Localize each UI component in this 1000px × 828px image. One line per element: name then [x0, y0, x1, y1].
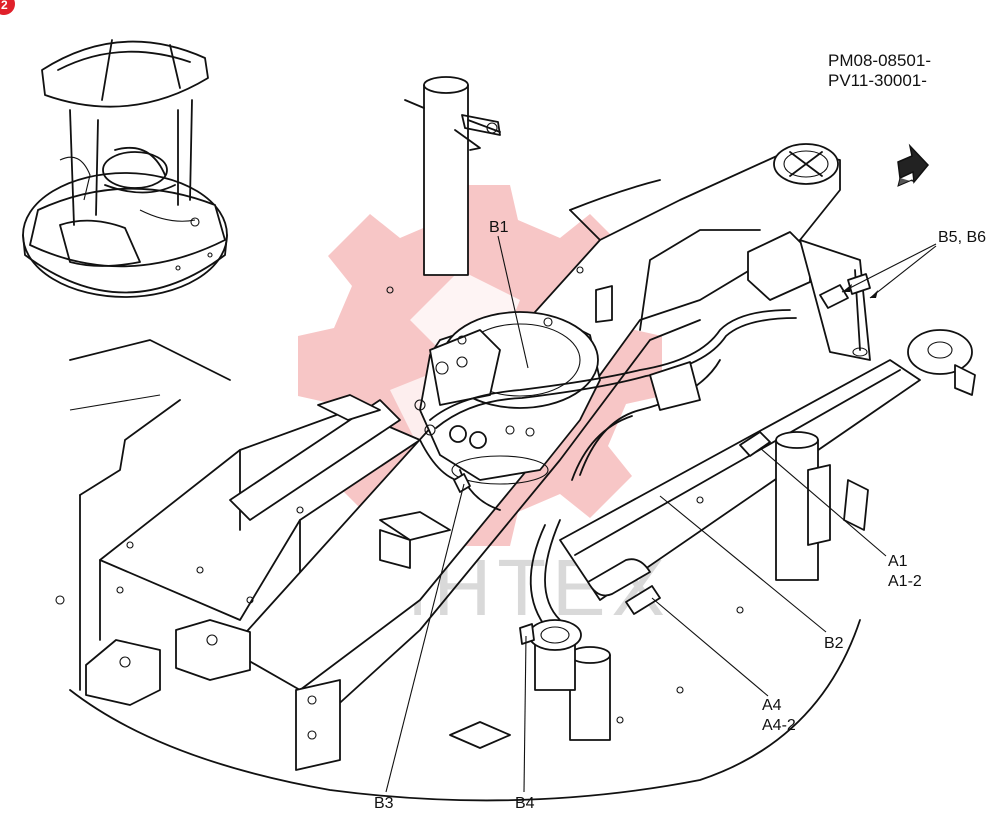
- callout-b5-b6: B5, B6: [841, 229, 986, 299]
- machine-inset-illustration: [22, 39, 228, 298]
- callout-b2: B2: [659, 495, 844, 652]
- page-badge-number: 2: [1, 0, 8, 12]
- callout-a4-2-label: A4-2: [762, 717, 796, 734]
- page-badge: 2: [0, 0, 15, 15]
- serial-range-block: PM08-08501- PV11-30001-: [828, 51, 931, 90]
- callout-b2-label: B2: [824, 635, 844, 652]
- callout-b1: B1: [489, 219, 529, 369]
- callout-a1-label: A1: [888, 553, 908, 570]
- callout-b3-label: B3: [374, 795, 394, 812]
- callout-a4-label: A4: [762, 697, 782, 714]
- callout-b3: B3: [374, 483, 465, 812]
- callout-b4-label: B4: [515, 795, 535, 812]
- callout-b1-label: B1: [489, 219, 509, 236]
- serial-range-1: PM08-08501-: [828, 51, 931, 70]
- upper-frame-illustration: [55, 76, 976, 802]
- callout-a1-2-label: A1-2: [888, 573, 922, 590]
- callout-b5-b6-label: B5, B6: [938, 229, 986, 246]
- serial-range-2: PV11-30001-: [828, 71, 927, 90]
- front-direction-arrow-icon: [897, 143, 930, 187]
- callout-a4: A4 A4-2: [651, 597, 796, 734]
- callout-b4: B4: [515, 635, 535, 812]
- callout-a1: A1 A1-2: [759, 447, 922, 590]
